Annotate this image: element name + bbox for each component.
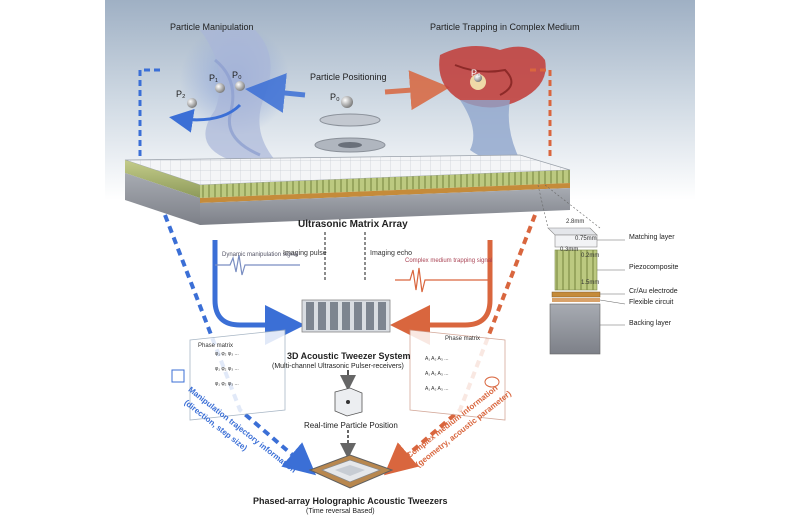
complex-medium — [439, 46, 546, 162]
label-particle-positioning: Particle Positioning — [310, 72, 387, 82]
svg-text:φ₁ φ₂ φ₃ ...: φ₁ φ₂ φ₃ ... — [215, 351, 239, 357]
label-backing-layer: Backing layer — [629, 320, 672, 327]
label-p0-right: P₀ — [471, 68, 481, 78]
label-p0: P₀ — [232, 70, 242, 80]
label-phase-matrix-right: Phase matrix — [445, 336, 481, 342]
label-piezocomposite: Piezocomposite — [629, 264, 679, 271]
tweezer-system-hardware — [301, 299, 391, 333]
stack-connector — [537, 184, 601, 229]
layer-stack — [547, 227, 601, 355]
label-complex-signal: Complex medium trapping signal — [405, 258, 493, 264]
cube-icon-left — [171, 369, 185, 383]
blue-arrow-left — [245, 73, 306, 113]
ultrasonic-matrix-array — [124, 154, 571, 225]
dimension-d2: 0.75mm — [575, 236, 597, 242]
label-dynamic-signal: Dynamic manipulation signal — [222, 252, 299, 258]
right-dashed-loop — [530, 68, 552, 160]
label-bottom-subtitle: (Time reversal Based) — [306, 508, 375, 515]
label-system-title: 3D Acoustic Tweezer System — [287, 351, 411, 361]
phase-matrix-right: A₁ A₂ A₃ ... A₁ A₂ A₃ ... A₁ A₂ A₃ ... — [409, 329, 506, 421]
dimension-d3: 0.3mm — [560, 247, 579, 253]
label-electrode: Cr/Au electrode — [629, 288, 678, 295]
dynamic-signal-wave — [215, 254, 300, 276]
particle-p2 — [187, 98, 197, 108]
label-phase-matrix-left: Phase matrix — [198, 343, 234, 349]
label-imaging-echo: Imaging echo — [370, 250, 413, 257]
label-p0-positioning: P₀ — [330, 92, 340, 102]
particle-p0-right — [474, 74, 482, 82]
blue-curved-arrow — [169, 103, 242, 133]
label-p2: P₂ — [176, 89, 186, 99]
label-imaging-pulse: Imaging pulse — [283, 250, 327, 257]
complex-signal-wave — [395, 267, 490, 293]
left-dashed-loop — [138, 68, 160, 160]
label-matching-layer: Matching layer — [629, 234, 675, 241]
orange-arrow-right — [384, 70, 450, 111]
camera-icon-right — [484, 376, 500, 388]
blue-solid-loop — [212, 240, 305, 345]
phase-matrix-left: φ₁ φ₂ φ₃ ... φ₁ φ₂ φ₃ ... φ₁ φ₂ φ₃ ... — [189, 329, 286, 421]
particle-p0 — [235, 81, 245, 91]
svg-text:A₁ A₂ A₃ ...: A₁ A₂ A₃ ... — [425, 371, 448, 377]
dimension-d4: 0.2mm — [581, 253, 600, 259]
dimension-d1: 2.8mm — [566, 219, 585, 225]
label-ultrasonic-array: Ultrasonic Matrix Array — [298, 219, 408, 230]
svg-text:φ₁ φ₂ φ₃ ...: φ₁ φ₂ φ₃ ... — [215, 366, 239, 372]
layer-leader-lines — [597, 239, 626, 326]
label-particle-trapping: Particle Trapping in Complex Medium — [430, 22, 580, 32]
svg-text:A₁ A₂ A₃ ...: A₁ A₂ A₃ ... — [425, 386, 448, 392]
label-p1: P₁ — [209, 73, 219, 83]
position-cube — [334, 387, 363, 417]
label-realtime-position: Real-time Particle Position — [304, 421, 398, 430]
particle-positioning-ball — [341, 96, 353, 108]
svg-text:φ₁ φ₂ φ₃ ...: φ₁ φ₂ φ₃ ... — [215, 381, 239, 387]
phased-array-chip — [308, 454, 394, 489]
particle-p1 — [215, 83, 225, 93]
dimension-d5: 1.5mm — [581, 280, 600, 286]
label-flexible-circuit: Flexible circuit — [629, 299, 674, 306]
label-particle-manipulation: Particle Manipulation — [170, 22, 254, 32]
svg-text:A₁ A₂ A₃ ...: A₁ A₂ A₃ ... — [425, 356, 448, 362]
label-system-subtitle: (Multi-channel Ultrasonic Pulser-receive… — [272, 363, 404, 370]
orange-solid-loop — [390, 240, 493, 345]
label-bottom-title: Phased-array Holographic Acoustic Tweeze… — [253, 496, 448, 506]
